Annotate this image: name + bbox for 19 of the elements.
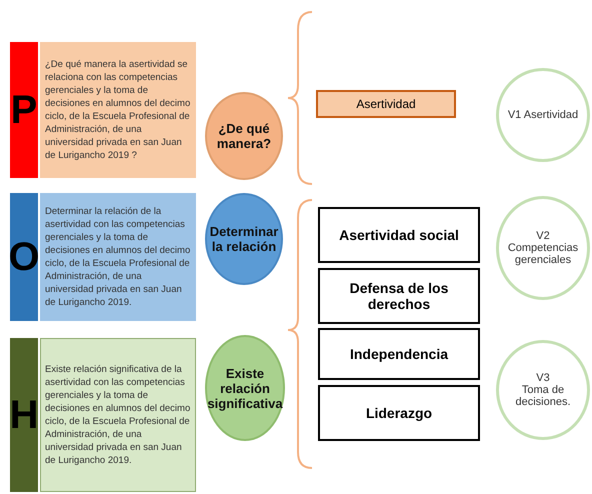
variable-name: Toma de decisiones. [514,384,572,408]
variable-code: V2 [536,230,550,242]
dimension-box: Independencia [318,328,480,380]
variable-name: Competencias gerenciales [506,242,580,266]
letter-bar: P [10,42,38,178]
dimension-box: Liderazgo [318,385,480,441]
objective-text-box: Determinar la relación de la asertividad con las competencias gerenciales y la toma de decisiones en alumnos del decimo ciclo, de la Escuela Profesional de Administración, de una universidad privada en san Juan de Lurigancho 2019. [40,193,196,321]
keyword-circle: ¿De qué manera? [205,92,283,180]
dimension-box: Asertividad social [318,207,480,263]
dimension-box: Defensa de los derechos [318,268,480,324]
variable-code: V3 [536,372,550,384]
variable-circle: V1 Asertividad [496,68,590,162]
hypothesis-text-box: Existe relación significativa de la asertividad con las competencias gerenciales y la toma de decisiones en alumnos del decimo ciclo, de la Escuela Profesional de Administración, de una universidad privada en san Juan de Lurigancho 2019. [40,338,196,492]
dimension-box: Asertividad [316,90,456,118]
letter-bar: H [10,338,38,492]
keyword-circle: Determinar la relación [205,193,283,285]
question-text-box: ¿De qué manera la asertividad se relaciona con las competencias gerenciales y la toma de decisiones en alumnos del decimo ciclo, de la Escuela Profesional de Administración, de una universidad privada en san Juan de Lurigancho 2019 ? [40,42,196,178]
letter-bar: O [10,193,38,321]
keyword-circle: Existe relación significativa [205,335,285,441]
